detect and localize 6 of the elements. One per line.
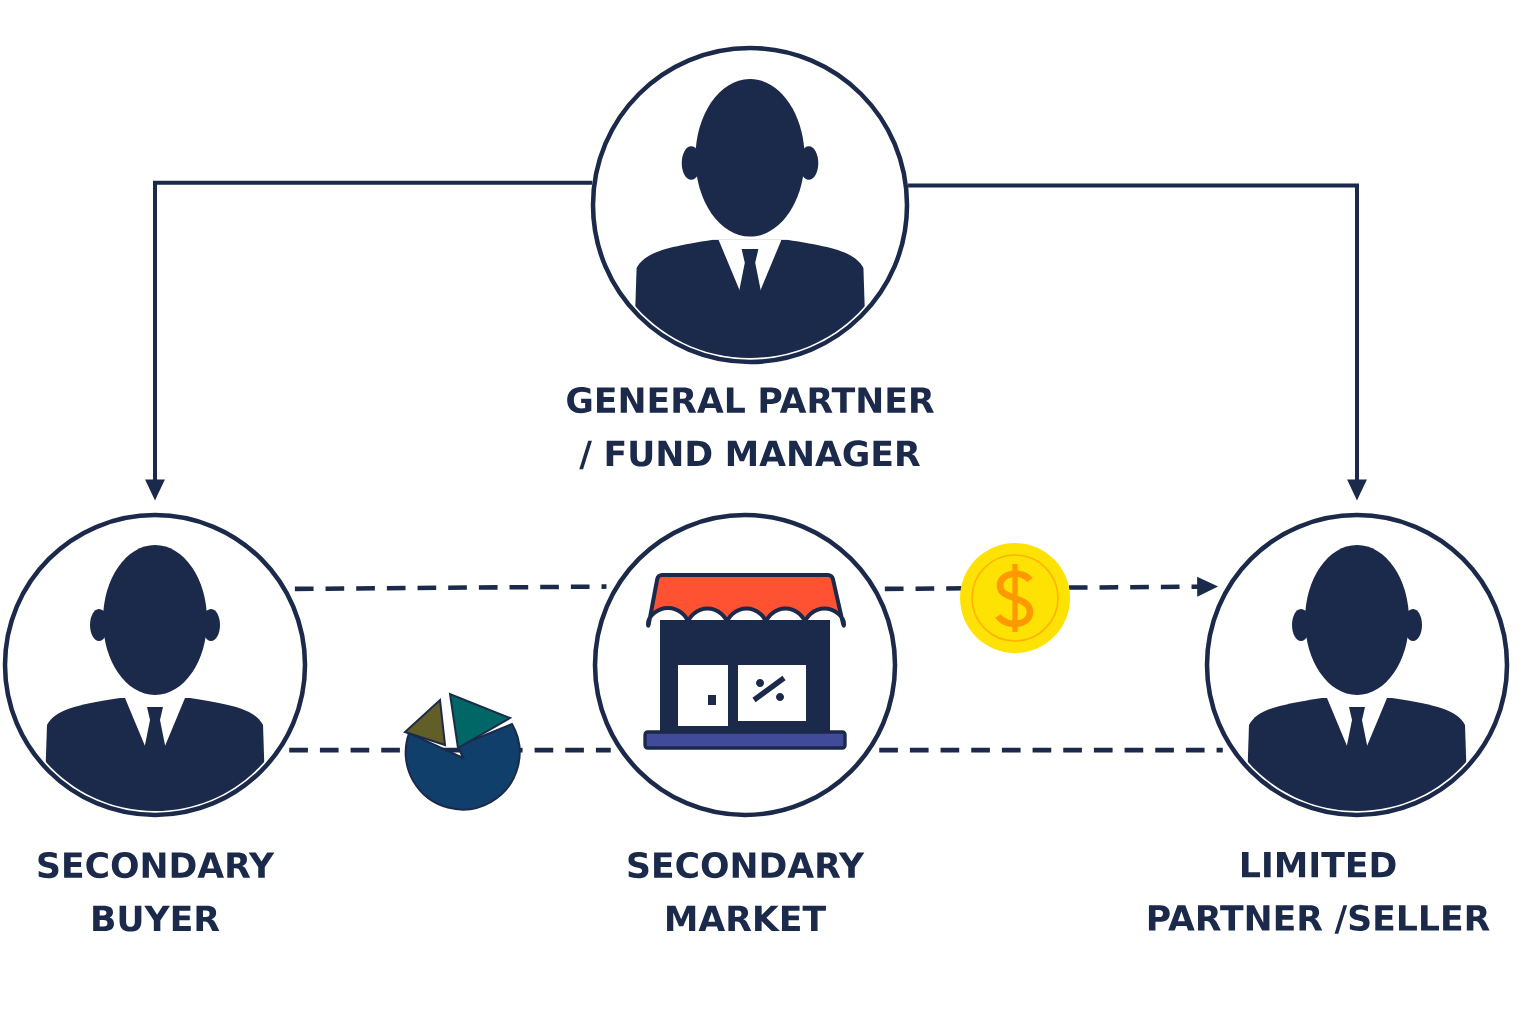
connector-line [294,584,607,592]
node-label: SECONDARY MARKET [628,851,865,932]
connector-line [879,747,1223,753]
node-label: GENERAL PARTNER / FUND MANAGER [567,386,934,470]
node-label: SECONDARY BUYER [38,851,275,932]
node-label: LIMITED PARTNER /SELLER [1148,851,1490,934]
